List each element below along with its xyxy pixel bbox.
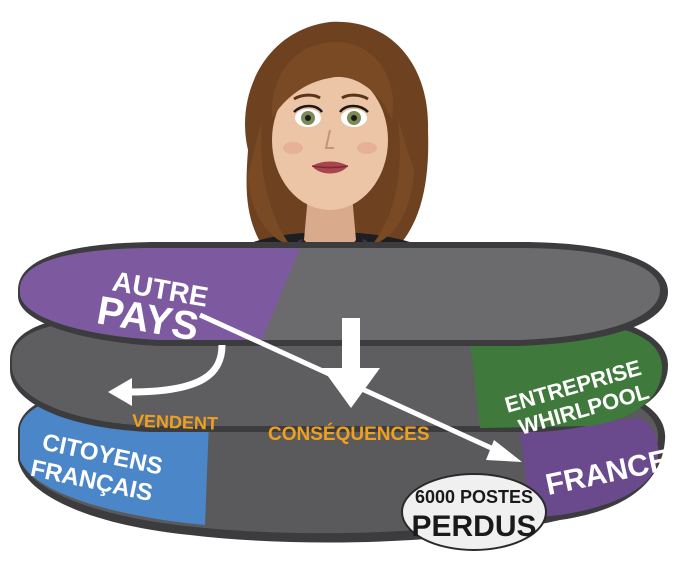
- curved-arrow-icon: [108, 344, 226, 406]
- label-consequences: CONSÉQUENCES: [268, 423, 430, 445]
- label-6000-postes: 6000 POSTES: [415, 487, 533, 507]
- segment-autre-pays: [20, 248, 300, 340]
- segment-whirlpool: [470, 325, 662, 428]
- postes-badge: 6000 POSTES PERDUS: [401, 473, 547, 551]
- label-vendent: VENDENT: [132, 411, 219, 434]
- diagonal-arrow-icon: [198, 312, 522, 462]
- ring-top: [18, 242, 668, 346]
- segment-france: [520, 418, 659, 518]
- label-perdus: PERDUS: [411, 510, 536, 543]
